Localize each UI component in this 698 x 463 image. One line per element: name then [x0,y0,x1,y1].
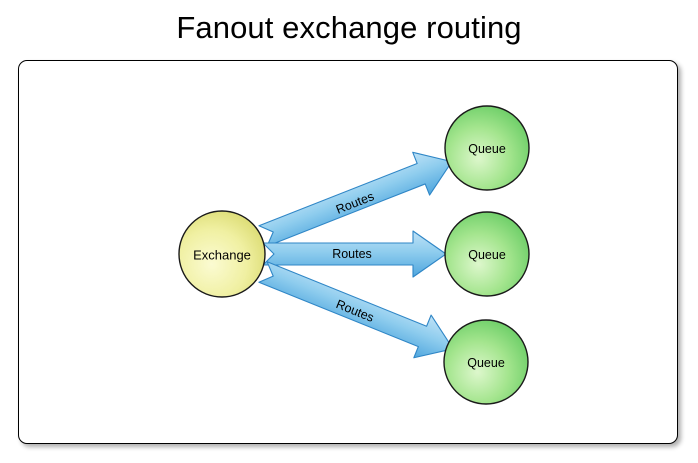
node-queue-bottom[interactable]: Queue [443,319,529,405]
edge-top-arrow[interactable] [255,140,461,257]
edge-middle-arrow[interactable] [262,230,447,278]
queue-middle-label: Queue [468,248,506,262]
queue-top-circle [444,105,530,191]
page-title: Fanout exchange routing [176,10,522,45]
node-exchange[interactable]: Exchange [178,210,266,298]
edge-top-arrow-shape [258,151,453,247]
node-queue-top[interactable]: Queue [444,105,530,191]
exchange-circle [178,210,266,298]
node-queue-middle[interactable]: Queue [444,211,530,297]
queue-top-label: Queue [468,142,506,156]
edge-bottom-arrow[interactable] [254,251,461,370]
edge-bottom-arrow-shape [258,261,454,359]
queue-bottom-label: Queue [467,356,505,370]
edge-middle-arrow-shape [262,230,447,278]
exchange-label: Exchange [193,248,251,263]
queue-middle-circle [444,211,530,297]
queue-bottom-circle [443,319,529,405]
